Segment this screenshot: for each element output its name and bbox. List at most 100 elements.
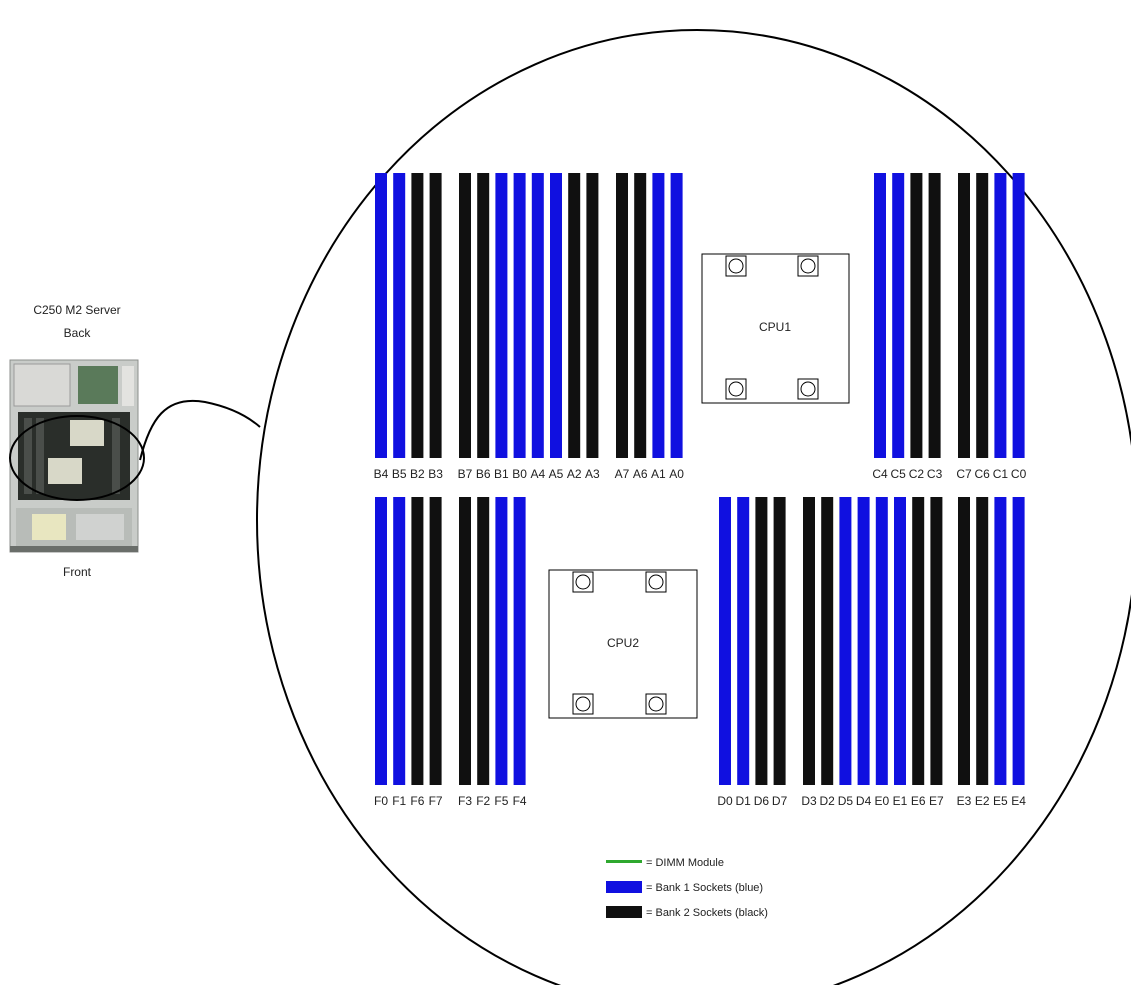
dimm-slot-label-d5: D5	[838, 794, 854, 808]
dimm-slot-d0	[719, 497, 731, 785]
dimm-slot-a0	[670, 173, 683, 458]
dimm-slot-d2	[821, 497, 834, 785]
dimm-slot-label-a0: A0	[669, 467, 684, 481]
dimm-slot-b3	[429, 173, 442, 458]
dimm-slot-d3	[803, 497, 815, 785]
dimm-slot-f3	[459, 497, 471, 785]
dimm-slot-a5	[550, 173, 562, 458]
cpu1-socket: CPU1	[701, 253, 850, 404]
dimm-slot-d5	[839, 497, 852, 785]
dimm-slot-e2	[976, 497, 989, 785]
dimm-slot-label-d7: D7	[772, 794, 788, 808]
dimm-slot-label-d6: D6	[754, 794, 770, 808]
dimm-slot-d1	[737, 497, 750, 785]
dimm-slot-c7	[958, 173, 970, 458]
legend: = DIMM Module = Bank 1 Sockets (blue) = …	[606, 857, 768, 919]
dimm-slot-b0	[513, 173, 526, 458]
dimm-slot-label-c6: C6	[975, 467, 991, 481]
connector-line	[139, 399, 261, 461]
dimm-slot-label-f0: F0	[374, 794, 388, 808]
dimm-slot-f5	[495, 497, 508, 785]
dimm-slot-label-c3: C3	[927, 467, 943, 481]
dimm-slot-label-b0: B0	[512, 467, 527, 481]
dimm-slot-label-c0: C0	[1011, 467, 1027, 481]
server-thumbnail: C250 M2 Server Back Front	[9, 303, 145, 579]
server-front-label: Front	[63, 565, 92, 579]
dimm-slot-label-b1: B1	[494, 467, 509, 481]
server-back-label: Back	[64, 326, 92, 340]
legend-label-bank1: = Bank 1 Sockets (blue)	[646, 882, 763, 894]
cpu2-label: CPU2	[607, 636, 639, 650]
dimm-slot-label-b6: B6	[476, 467, 491, 481]
dimm-slot-a7	[616, 173, 628, 458]
dimm-slot-e1	[894, 497, 906, 785]
dimm-slot-f0	[375, 497, 387, 785]
dimm-slot-d4	[857, 497, 870, 785]
dimm-slot-f1	[393, 497, 406, 785]
dimm-slot-label-e5: E5	[993, 794, 1008, 808]
dimm-slot-e5	[994, 497, 1007, 785]
cpu2-mount-hole-br	[645, 693, 667, 715]
dimm-slot-c1	[994, 173, 1007, 458]
dimm-slot-label-c1: C1	[993, 467, 1009, 481]
dimm-slot-b4	[375, 173, 387, 458]
cpu1-mount-hole-br	[797, 378, 819, 400]
dimm-slot-c0	[1012, 173, 1025, 458]
dimm-slot-label-d3: D3	[801, 794, 817, 808]
dimm-slot-label-e4: E4	[1011, 794, 1026, 808]
dimm-slot-label-a7: A7	[615, 467, 630, 481]
dimm-slot-a3	[586, 173, 599, 458]
cpu2-mount-hole-tl	[572, 571, 594, 593]
dimm-slot-label-f7: F7	[429, 794, 443, 808]
legend-swatch-dimm	[606, 860, 642, 863]
slot-group: F0 F1 F6 F7	[374, 497, 443, 808]
dimm-slot-label-e3: E3	[957, 794, 972, 808]
cpu2-socket: CPU2	[548, 569, 698, 719]
dimm-slot-label-a3: A3	[585, 467, 600, 481]
dimm-slot-c2	[910, 173, 923, 458]
dimm-slot-e7	[930, 497, 943, 785]
dimm-slot-label-b5: B5	[392, 467, 407, 481]
dimm-slot-label-e6: E6	[911, 794, 926, 808]
cpu1-mount-hole-tr	[797, 255, 819, 277]
dimm-slot-f4	[513, 497, 526, 785]
dimm-slot-a1	[652, 173, 665, 458]
dimm-slot-label-f6: F6	[410, 794, 424, 808]
dimm-slot-d7	[773, 497, 786, 785]
dimm-slot-c4	[874, 173, 886, 458]
dimm-slot-label-f5: F5	[494, 794, 508, 808]
server-image	[9, 359, 139, 553]
dimm-slot-label-f2: F2	[476, 794, 490, 808]
server-title: C250 M2 Server	[33, 303, 120, 317]
dimm-slot-label-c5: C5	[891, 467, 907, 481]
dimm-slot-f7	[429, 497, 442, 785]
dimm-slot-b1	[495, 173, 508, 458]
dimm-slot-label-a1: A1	[651, 467, 666, 481]
dimm-slot-label-b7: B7	[458, 467, 473, 481]
dimm-slot-label-f1: F1	[392, 794, 406, 808]
dimm-slot-e3	[958, 497, 970, 785]
dimm-slot-e0	[875, 497, 888, 785]
dimm-slot-e6	[912, 497, 925, 785]
dimm-slot-label-d0: D0	[717, 794, 733, 808]
dimm-slot-label-a6: A6	[633, 467, 648, 481]
dimm-slot-label-e1: E1	[893, 794, 908, 808]
dimm-slot-b6	[477, 173, 490, 458]
dimm-slot-label-b2: B2	[410, 467, 425, 481]
dimm-slot-a4	[531, 173, 544, 458]
dimm-slot-label-f4: F4	[513, 794, 527, 808]
dimm-slot-label-c4: C4	[872, 467, 888, 481]
dimm-slot-a6	[634, 173, 647, 458]
dimm-slot-label-a2: A2	[567, 467, 582, 481]
dimm-slot-f6	[411, 497, 424, 785]
